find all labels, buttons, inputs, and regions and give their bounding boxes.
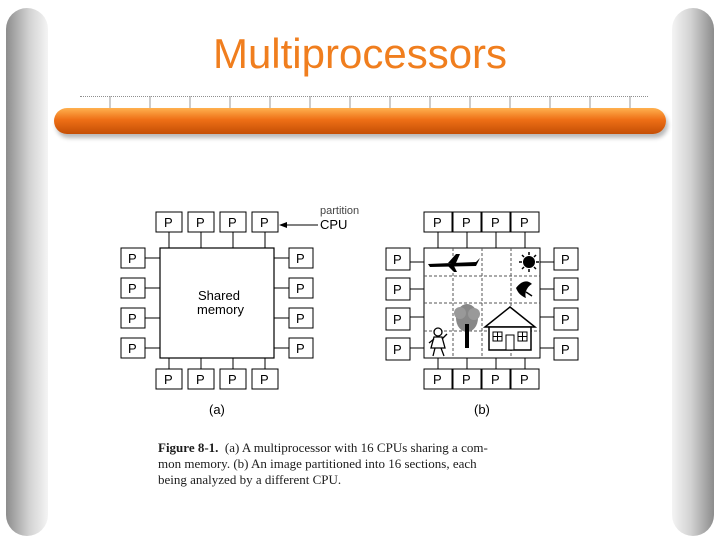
cpu-b-left-2: P: [386, 278, 410, 300]
cpu-pointer-label: CPU: [320, 217, 347, 232]
cpu-a-top-3: P: [220, 212, 246, 232]
panel-b-label: (b): [474, 402, 490, 417]
svg-text:P: P: [164, 215, 173, 230]
svg-text:P: P: [164, 372, 173, 387]
svg-text:P: P: [491, 215, 500, 230]
cpu-b-left-4: P: [386, 338, 410, 360]
svg-text:P: P: [128, 311, 137, 326]
svg-text:P: P: [561, 252, 570, 267]
cpu-b-bottom-3: P: [482, 369, 510, 389]
cpu-b-left-3: P: [386, 308, 410, 330]
cpu-b-right-2: P: [554, 278, 578, 300]
svg-text:P: P: [520, 372, 529, 387]
caption-text-1: (a) A multiprocessor with 16 CPUs sharin…: [225, 440, 488, 455]
cpu-a-right-2: P: [289, 278, 313, 298]
slide-title: Multiprocessors: [0, 30, 720, 78]
shared-memory-label-line1: Shared: [198, 288, 240, 303]
svg-text:P: P: [296, 341, 305, 356]
cpu-a-right-3: P: [289, 308, 313, 328]
caption-figure-label: Figure 8-1.: [158, 440, 218, 455]
svg-text:P: P: [296, 281, 305, 296]
cpu-b-left-1: P: [386, 248, 410, 270]
cpu-a-top-2: P: [188, 212, 214, 232]
left-decorative-bar: [6, 8, 48, 536]
cpu-a-bottom-2: P: [188, 369, 214, 389]
cpu-b-top-3: P: [482, 212, 510, 232]
partial-label-cut: partition: [320, 205, 359, 217]
svg-text:P: P: [128, 281, 137, 296]
panel-a-label: (a): [209, 402, 225, 417]
shared-memory-label-line2: memory: [197, 302, 244, 317]
cpu-a-right-1: P: [289, 248, 313, 268]
panel-b-partitioned-image: P P P P P P P P P P P P P P P P (b): [386, 212, 578, 417]
svg-text:P: P: [433, 372, 442, 387]
svg-text:P: P: [260, 372, 269, 387]
svg-text:P: P: [196, 372, 205, 387]
cpu-b-top-1: P: [424, 212, 452, 232]
svg-text:P: P: [433, 215, 442, 230]
figure-caption: Figure 8-1. (a) A multiprocessor with 16…: [158, 440, 552, 488]
title-underline-bar: [54, 108, 666, 134]
cpu-a-left-2: P: [121, 278, 145, 298]
caption-line-2: mon memory. (b) An image partitioned int…: [158, 456, 552, 472]
cpu-a-left-4: P: [121, 338, 145, 358]
svg-text:P: P: [561, 312, 570, 327]
figure-8-1: Shared memory P P P P P P P P P P P P: [108, 196, 606, 496]
svg-text:P: P: [228, 215, 237, 230]
cpu-b-bottom-4: P: [511, 369, 539, 389]
svg-text:P: P: [296, 311, 305, 326]
cpu-b-right-3: P: [554, 308, 578, 330]
sun-icon: [519, 252, 539, 272]
cpu-a-bottom-3: P: [220, 369, 246, 389]
panel-a-shared-memory: Shared memory P P P P P P P P P P P P: [121, 205, 359, 417]
cpu-b-top-2: P: [453, 212, 481, 232]
cpu-b-right-4: P: [554, 338, 578, 360]
caption-line-3: being analyzed by a different CPU.: [158, 472, 552, 488]
svg-text:P: P: [393, 342, 402, 357]
cpu-b-top-4: P: [511, 212, 539, 232]
cpu-b-right-1: P: [554, 248, 578, 270]
svg-text:P: P: [128, 251, 137, 266]
svg-text:P: P: [393, 312, 402, 327]
svg-text:P: P: [462, 215, 471, 230]
svg-text:P: P: [196, 215, 205, 230]
cpu-a-bottom-4: P: [252, 369, 278, 389]
cpu-a-top-1: P: [156, 212, 182, 232]
svg-text:P: P: [260, 215, 269, 230]
svg-text:P: P: [296, 251, 305, 266]
cpu-a-left-3: P: [121, 308, 145, 328]
svg-text:P: P: [462, 372, 471, 387]
svg-text:P: P: [228, 372, 237, 387]
caption-line-1: Figure 8-1. (a) A multiprocessor with 16…: [158, 440, 552, 456]
svg-text:P: P: [561, 342, 570, 357]
svg-text:P: P: [561, 282, 570, 297]
cpu-a-bottom-1: P: [156, 369, 182, 389]
cpu-a-right-4: P: [289, 338, 313, 358]
svg-text:P: P: [491, 372, 500, 387]
cpu-a-left-1: P: [121, 248, 145, 268]
svg-text:P: P: [393, 252, 402, 267]
cpu-a-top-4: P: [252, 212, 278, 232]
svg-text:P: P: [128, 341, 137, 356]
cpu-b-bottom-1: P: [424, 369, 452, 389]
svg-text:P: P: [393, 282, 402, 297]
svg-text:P: P: [520, 215, 529, 230]
right-decorative-bar: [672, 8, 714, 536]
cpu-b-bottom-2: P: [453, 369, 481, 389]
cpu-pointer-arrowhead: [279, 222, 287, 228]
